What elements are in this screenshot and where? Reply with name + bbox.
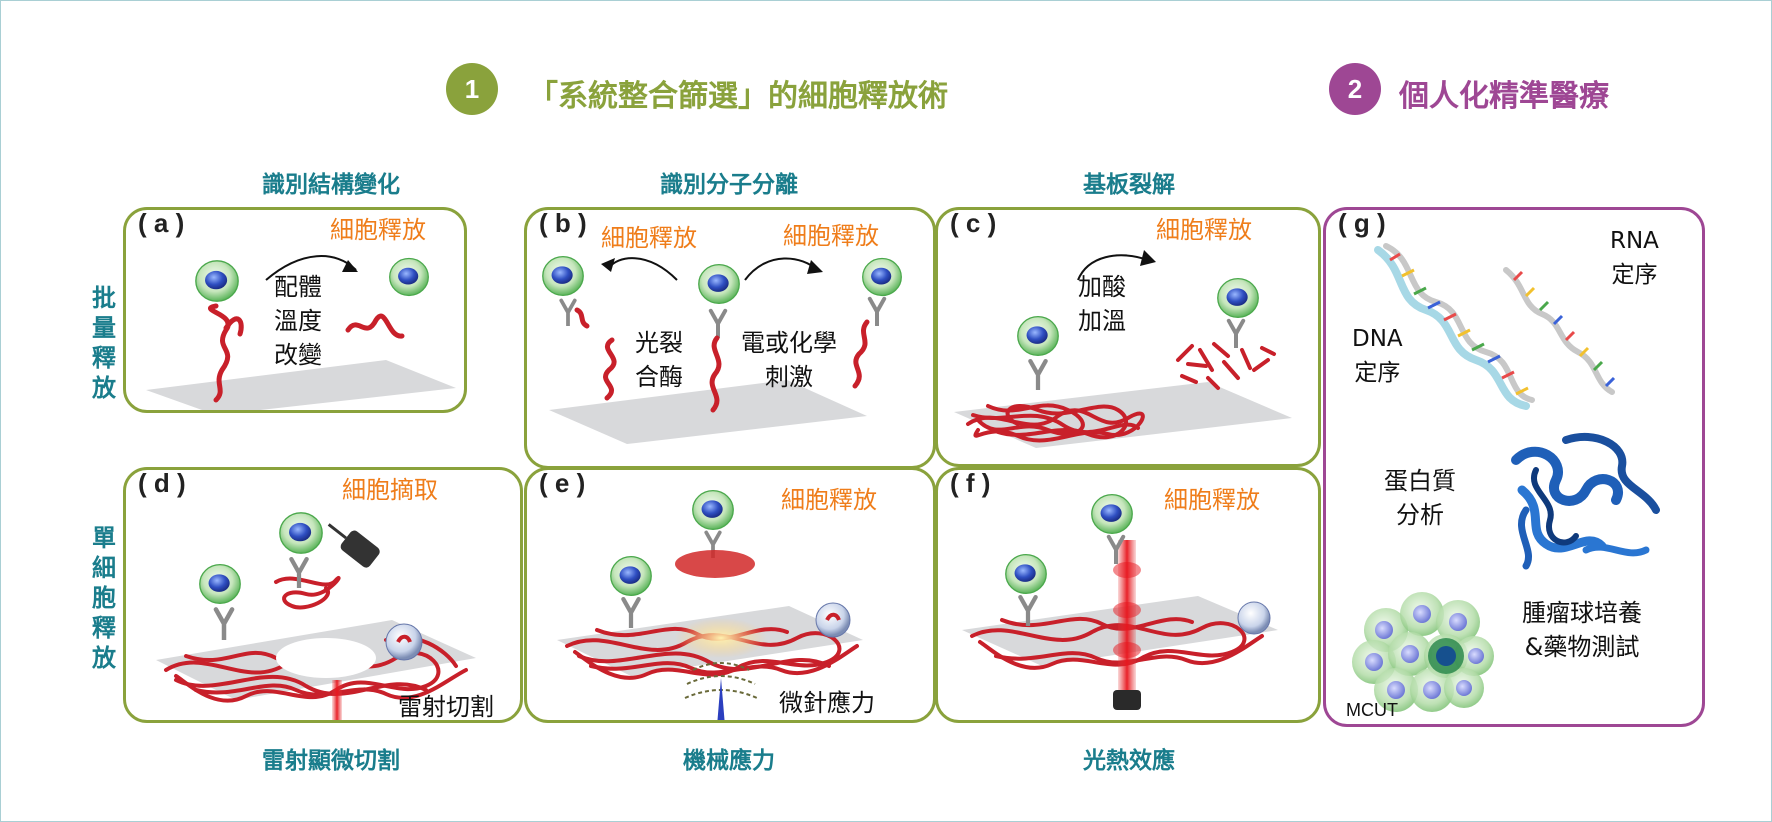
section-1-title: 「系統整合篩選」的細胞釋放術 <box>528 79 948 114</box>
panel-a-release-text: 細胞釋放 <box>330 216 426 244</box>
panel-d-laser-text: 雷射切割 <box>398 693 494 721</box>
column-label-mechanical-stress: 機械應力 <box>683 748 775 774</box>
panel-d-illustration <box>156 512 476 720</box>
panel-b-photocleavage-text: 光裂合酶 <box>635 329 683 391</box>
panel-f-release-text: 細胞釋放 <box>1164 486 1260 514</box>
column-label-laser-microdissection: 雷射顯微切割 <box>262 748 400 774</box>
panel-g-illustration <box>1352 243 1660 712</box>
panel-b-release-right: 細胞釋放 <box>783 222 879 250</box>
panel-e: ( e ) 細胞釋放 微針應力 <box>524 467 936 723</box>
panel-c-release-text: 細胞釋放 <box>1156 216 1252 244</box>
section-2-badge: 2 <box>1329 63 1381 115</box>
tumor-spheroid-icon <box>1352 592 1494 712</box>
panel-a: ( a ) 細胞釋放 配體溫度改變 <box>123 207 467 413</box>
panel-a-condition-text: 配體溫度改變 <box>274 273 322 369</box>
protein-structure-icon <box>1511 432 1660 570</box>
mcut-label: MCUT <box>1346 700 1398 720</box>
panel-d-label: ( d ) <box>138 468 186 498</box>
panel-b-label: ( b ) <box>539 208 587 238</box>
panel-e-microneedle-text: 微針應力 <box>779 689 875 717</box>
tumor-culture-text: 腫瘤球培養&藥物測試 <box>1522 599 1642 661</box>
panel-g-label: ( g ) <box>1338 208 1386 238</box>
panel-c-condition-text: 加酸加溫 <box>1078 273 1126 335</box>
panel-b-stimulation-text: 電或化學刺激 <box>741 329 837 391</box>
panel-e-label: ( e ) <box>539 468 586 498</box>
panel-c-label: ( c ) <box>950 208 997 238</box>
panel-f: ( f ) 細胞釋放 <box>935 467 1321 723</box>
protein-analysis-text: 蛋白質分析 <box>1384 467 1456 529</box>
dna-helix-icon <box>1374 243 1535 410</box>
panel-c: ( c ) 細胞釋放 加酸加溫 <box>935 207 1321 467</box>
rna-strand-icon <box>1503 267 1616 395</box>
panel-b-release-left: 細胞釋放 <box>601 224 697 252</box>
panel-a-illustration <box>146 255 456 410</box>
panel-d: ( d ) 細胞摘取 雷射切割 <box>123 467 523 723</box>
column-label-photothermal-effect: 光熱效應 <box>1083 748 1175 774</box>
section-2-title: 個人化精準醫療 <box>1399 79 1609 114</box>
column-label-molecular-separation: 識別分子分離 <box>660 172 798 198</box>
panel-e-release-text: 細胞釋放 <box>781 486 877 514</box>
section-1-badge: 1 <box>446 63 498 115</box>
panel-f-label: ( f ) <box>950 468 991 498</box>
panel-c-illustration <box>954 250 1292 448</box>
panel-f-illustration <box>962 493 1278 710</box>
panel-a-label: ( a ) <box>138 208 185 238</box>
row-label-single-cell-release: 單細胞釋放 <box>92 524 116 672</box>
row-label-batch-release: 批量釋放 <box>92 284 116 402</box>
panel-b: ( b ) 細胞釋放 細胞釋放 光裂合酶 電或化學刺激 <box>524 207 936 469</box>
panel-e-illustration <box>557 489 863 720</box>
column-label-structure-change: 識別結構變化 <box>262 172 400 198</box>
column-label-substrate-cleavage: 基板裂解 <box>1083 172 1175 198</box>
panel-b-illustration <box>542 255 902 444</box>
panel-d-release-text: 細胞摘取 <box>342 476 438 504</box>
